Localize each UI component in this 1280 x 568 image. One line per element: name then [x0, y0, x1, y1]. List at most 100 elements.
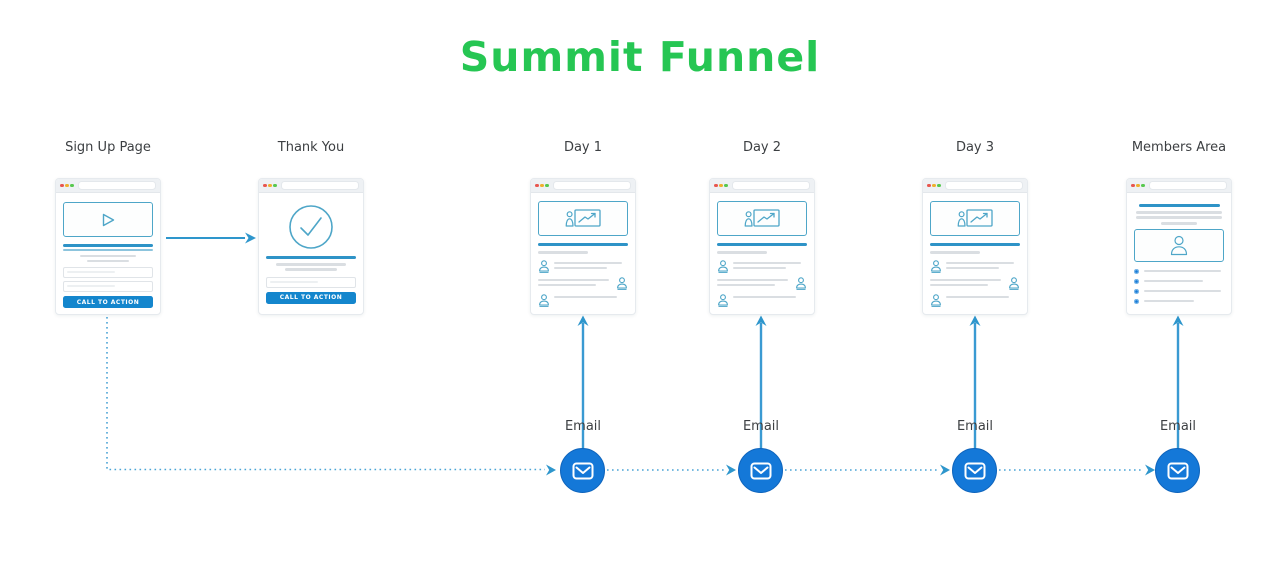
form-field-2 — [63, 281, 153, 292]
person-icon — [539, 259, 549, 273]
text-line — [930, 283, 988, 286]
person-icon — [539, 293, 549, 307]
window-dot-red-icon — [535, 183, 539, 188]
person-icon — [931, 293, 941, 307]
window-dot-red-icon — [927, 183, 931, 188]
funnel-step-day3: Day 3 — [922, 140, 1028, 315]
text-line — [1144, 299, 1195, 303]
testimonial-row — [930, 276, 1020, 290]
browser-chrome — [531, 179, 635, 193]
text-line — [733, 266, 787, 269]
text-line — [733, 295, 796, 298]
bullet-icon — [1134, 288, 1139, 294]
browser-chrome — [1127, 179, 1231, 193]
module-row — [1134, 268, 1224, 274]
funnel-step-members: Members Area — [1126, 140, 1232, 315]
headline-bar — [930, 243, 1020, 246]
dotted-email1-to-email2 — [607, 464, 736, 476]
page-label-day2: Day 2 — [742, 140, 782, 155]
diagram-title: Summit Funnel — [459, 33, 821, 81]
presentation-icon — [957, 209, 993, 227]
arrow-email1-to-day1 — [577, 315, 589, 455]
person-icon — [718, 259, 728, 273]
funnel-step-day1: Day 1 — [530, 140, 636, 315]
testimonial-row — [717, 293, 807, 307]
email-label-1: Email — [564, 419, 602, 434]
text-line — [554, 295, 617, 298]
text-line — [1144, 269, 1222, 273]
text-line — [554, 266, 608, 269]
browser-mockup-day2 — [709, 178, 815, 315]
email-icon — [1167, 462, 1188, 479]
url-bar — [1149, 181, 1227, 190]
url-bar — [945, 181, 1023, 190]
text-line — [717, 251, 768, 254]
window-dot-green-icon — [1141, 183, 1145, 188]
window-dot-red-icon — [1131, 183, 1135, 188]
window-dot-yellow-icon — [1136, 183, 1140, 188]
browser-mockup-day3 — [922, 178, 1028, 315]
text-line — [717, 278, 789, 281]
window-dot-yellow-icon — [268, 183, 272, 188]
presentation-icon — [744, 209, 780, 227]
arrow-email3-to-day3 — [969, 315, 981, 455]
text-line — [538, 283, 596, 286]
browser-mockup-thankyou: CALL TO ACTION — [258, 178, 364, 315]
text-line — [80, 254, 136, 257]
window-dot-green-icon — [70, 183, 74, 188]
email-node-2 — [738, 448, 783, 493]
browser-mockup-members — [1126, 178, 1232, 315]
page-label-day3: Day 3 — [955, 140, 995, 155]
window-dot-red-icon — [60, 183, 64, 188]
video-player — [63, 202, 153, 237]
page-label-signup: Sign Up Page — [65, 140, 151, 155]
text-line — [1161, 222, 1197, 225]
testimonial-row — [717, 259, 807, 273]
browser-chrome — [259, 179, 363, 193]
placeholder-line — [67, 285, 116, 287]
text-line — [1144, 289, 1222, 293]
browser-chrome — [923, 179, 1027, 193]
email-node-3 — [952, 448, 997, 493]
profile-box — [1134, 228, 1224, 262]
cta-button: CALL TO ACTION — [266, 291, 356, 304]
testimonial-row — [930, 259, 1020, 273]
text-line — [87, 259, 129, 262]
browser-mockup-signup: CALL TO ACTION — [55, 178, 161, 315]
window-dot-yellow-icon — [540, 183, 544, 188]
email-node-4 — [1155, 448, 1200, 493]
lesson-hero — [930, 201, 1020, 236]
testimonial-row — [930, 293, 1020, 307]
headline-bar — [63, 244, 153, 247]
arrow-email4-to-members — [1172, 315, 1184, 455]
window-dot-red-icon — [263, 183, 267, 188]
lesson-hero — [538, 201, 628, 236]
module-row — [1134, 288, 1224, 294]
page-label-day1: Day 1 — [563, 140, 603, 155]
funnel-step-thankyou: Thank You CALL TO ACTION — [258, 140, 364, 315]
dotted-email2-to-email3 — [785, 464, 950, 476]
email-icon — [964, 462, 985, 479]
email-icon — [750, 462, 771, 479]
play-icon — [102, 213, 114, 226]
email-node-1 — [560, 448, 605, 493]
dotted-signup-to-email1 — [106, 317, 556, 476]
window-dot-green-icon — [273, 183, 277, 188]
arrow-signup-to-thankyou — [166, 232, 256, 244]
browser-mockup-day1 — [530, 178, 636, 315]
text-line — [733, 261, 802, 264]
text-line — [538, 278, 610, 281]
presentation-icon — [565, 209, 601, 227]
url-bar — [553, 181, 631, 190]
testimonial-row — [538, 259, 628, 273]
text-line — [1135, 211, 1223, 214]
text-line — [946, 266, 1000, 269]
text-line — [1135, 216, 1223, 219]
text-line — [275, 263, 347, 266]
person-icon — [796, 276, 806, 290]
text-line — [930, 251, 981, 254]
bullet-icon — [1134, 298, 1139, 304]
placeholder-line — [270, 280, 319, 283]
